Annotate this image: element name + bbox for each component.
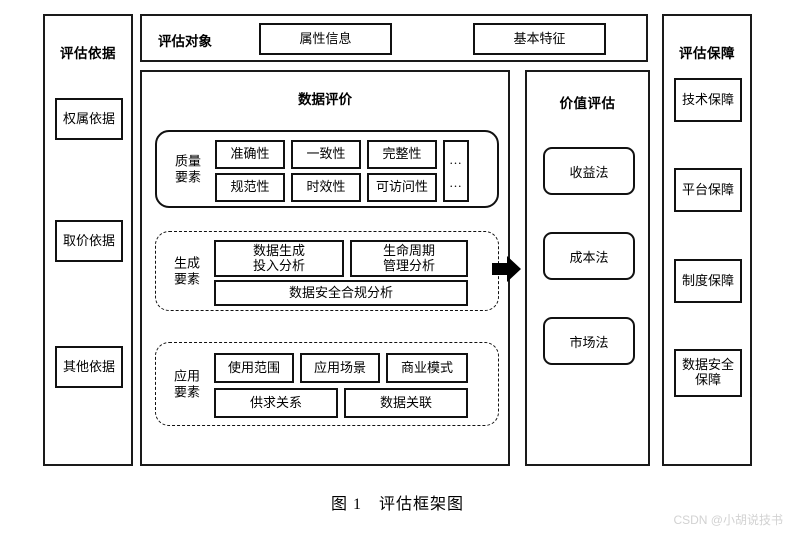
generation-item-1-text: 生命周期 管理分析 [382,242,435,274]
quality-item-timeliness[interactable]: 时效性 [291,173,361,202]
application-item-data-association[interactable]: 数据关联 [344,388,468,418]
right-column-item-3-line2: 保障 [694,372,721,387]
value-method-market-approach-label: 市场法 [569,334,609,350]
left-column-assessment-basis: 评估依据 权属依据 取价依据 其他依据 [43,14,133,466]
value-method-cost-approach[interactable]: 成本法 [543,232,635,280]
quality-elements-label-line1: 质量 [174,153,201,169]
application-elements-label-line1: 应用 [173,368,200,384]
quality-item-completeness-label: 完整性 [382,146,422,162]
quality-elements-label-line2: 要素 [174,169,201,184]
left-column-item-1-label: 取价依据 [62,232,115,248]
quality-item-accessibility-label: 可访问性 [375,179,428,195]
generation-item-security-compliance-analysis[interactable]: 数据安全合规分析 [214,280,468,306]
value-method-income-approach-label: 收益法 [569,164,609,180]
watermark-text: CSDN @小胡说技书 [673,513,783,527]
data-evaluation-panel: 数据评价 质量 要素 准确性 一致性 完整性 规范性 时效性 [140,70,510,466]
left-column-item-0[interactable]: 权属依据 [55,98,123,140]
quality-item-accuracy[interactable]: 准确性 [215,140,285,169]
quality-item-standardization-label: 规范性 [230,179,270,195]
generation-item-data-input-analysis[interactable]: 数据生成 投入分析 [214,240,344,277]
application-elements-label-line2: 要素 [173,384,200,399]
quality-item-consistency-label: 一致性 [306,146,346,162]
generation-elements-label-line2: 要素 [173,271,200,286]
right-column-item-technical[interactable]: 技术保障 [674,78,742,122]
quality-elements-label: 质量 要素 [167,153,209,184]
quality-more-dots-line1: ... [449,151,463,167]
right-column-item-1-label: 平台保障 [681,181,734,197]
value-method-cost-approach-label: 成本法 [569,249,609,265]
flow-arrow-right-icon [492,255,522,283]
right-column-title: 评估保障 [679,46,735,61]
application-item-data-association-label: 数据关联 [379,394,432,410]
left-column-item-0-label: 权属依据 [62,110,115,126]
top-bar-box-attribute-info[interactable]: 属性信息 [259,23,392,55]
top-bar-box-basic-features[interactable]: 基本特征 [473,23,606,55]
left-column-item-2[interactable]: 其他依据 [55,346,123,388]
value-column-title: 价值评估 [559,96,616,111]
application-item-usage-scope[interactable]: 使用范围 [214,353,294,383]
top-bar-box-0-label: 属性信息 [299,30,352,46]
value-method-income-approach[interactable]: 收益法 [543,147,635,195]
left-column-item-1[interactable]: 取价依据 [55,220,123,262]
application-item-scenario-label: 应用场景 [313,359,366,375]
generation-elements-label-line1: 生成 [173,255,200,271]
top-bar-label: 评估对象 [158,34,212,49]
generation-elements-label: 生成 要素 [166,255,208,286]
quality-item-accuracy-label: 准确性 [230,146,270,162]
quality-more-box[interactable]: ... ... [443,140,469,202]
right-column-item-data-security[interactable]: 数据安全 保障 [674,349,742,397]
generation-item-0-line2: 投入分析 [252,257,305,273]
application-item-supply-demand-label: 供求关系 [249,394,302,410]
value-assessment-column: 价值评估 收益法 成本法 市场法 [525,70,650,466]
right-column-item-institutional[interactable]: 制度保障 [674,259,742,303]
application-item-usage-scope-label: 使用范围 [227,359,280,375]
top-bar-assessment-object: 评估对象 属性信息 基本特征 [140,14,648,62]
top-bar-box-1-label: 基本特征 [513,30,566,46]
right-column-assessment-guarantee: 评估保障 技术保障 平台保障 制度保障 数据安全 保障 [662,14,752,466]
generation-item-1-line1: 生命周期 [382,242,435,258]
application-elements-group: 应用 要素 使用范围 应用场景 商业模式 供求关系 数据关联 [155,342,499,426]
quality-more-dots-line2: ... [449,175,463,191]
application-item-business-model-label: 商业模式 [400,359,453,375]
right-column-item-0-label: 技术保障 [681,91,734,107]
application-item-scenario[interactable]: 应用场景 [300,353,380,383]
quality-item-accessibility[interactable]: 可访问性 [367,173,437,202]
generation-elements-group: 生成 要素 数据生成 投入分析 生命周期 管理分析 数据安全合规分析 [155,231,499,311]
generation-item-0-text: 数据生成 投入分析 [252,242,305,274]
application-elements-label: 应用 要素 [166,368,208,399]
right-column-item-2-label: 制度保障 [681,272,734,288]
quality-item-standardization[interactable]: 规范性 [215,173,285,202]
left-column-item-2-label: 其他依据 [62,358,115,374]
quality-item-consistency[interactable]: 一致性 [291,140,361,169]
data-evaluation-title: 数据评价 [298,92,352,107]
application-item-business-model[interactable]: 商业模式 [386,353,468,383]
generation-item-1-line2: 管理分析 [382,257,435,273]
left-column-title: 评估依据 [60,46,116,61]
figure-caption: 图 1 评估框架图 [330,496,464,513]
right-column-item-3-line1: 数据安全 [681,357,734,373]
right-column-item-platform[interactable]: 平台保障 [674,168,742,212]
value-method-market-approach[interactable]: 市场法 [543,317,635,365]
application-item-supply-demand[interactable]: 供求关系 [214,388,338,418]
generation-item-lifecycle-analysis[interactable]: 生命周期 管理分析 [350,240,468,277]
generation-item-2-label: 数据安全合规分析 [288,284,393,300]
right-column-item-3-text: 数据安全 保障 [681,357,734,388]
quality-item-timeliness-label: 时效性 [306,179,346,195]
quality-item-completeness[interactable]: 完整性 [367,140,437,169]
quality-elements-group: 质量 要素 准确性 一致性 完整性 规范性 时效性 可访问性 [155,130,499,208]
generation-item-0-line1: 数据生成 [252,242,305,258]
